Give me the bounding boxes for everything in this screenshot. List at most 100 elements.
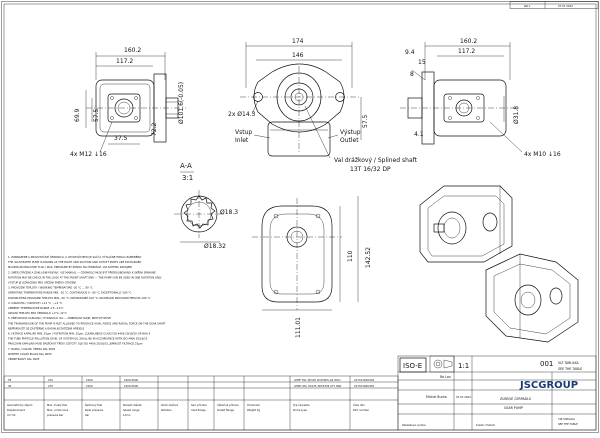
table-header: Sací příruba [191,403,207,407]
dim-offset-a: 9.4 [405,49,415,56]
table-header: Výtlačná příruba [217,403,239,407]
left-port-thread: 4x M12 ↓16 [70,151,107,158]
dim-right-flange: 117.2 [458,48,475,55]
table-header: pressure bar [47,413,64,417]
section-scale: 3:1 [182,174,193,182]
table-header: Směr otáčení [161,403,179,407]
dim-key-len: 4.1 [414,131,424,138]
outlet-label-cz: Výstup [340,129,361,136]
dim-flange-length: 117.2 [116,58,133,65]
dim-height: 69.9 [74,108,81,122]
table-cell: GHPD 45L 3D135 3D53336 UTY 9N2 [294,384,342,388]
dim-offset-c: 8 [410,71,414,78]
dim-right-shaft-dia: Ø31.8 [513,106,520,124]
shaft-spec: 13T 16/32 DP [350,166,391,173]
table-header: Pump type [293,408,307,412]
sheet-number: 001 [540,360,553,368]
dim-right-total: 160.2 [460,38,477,45]
dim-front-width: 174 [292,38,304,45]
note-line: NEPŘIPOUŠTÍ SE ZÁSTĚRNÉ A RADIÁLNÍ ZATÍŽ… [8,325,85,330]
table-header: 1/min [123,413,131,417]
note-line: 7. BARVA / COLOR: ČERNÁ RAL 9005 [8,346,56,351]
table-header: Geometrický objem [7,403,33,407]
inlet-label-cz: Vstup [235,129,252,136]
section-minor-dia: Ø18.32 [204,243,226,250]
table-header: Číslo dílu [353,402,365,407]
table-header: Displacement [7,408,25,412]
notes-block: 1. ZOBRAZENÉ A PRAVOTOČIVÉ ČERPADLO, U L… [8,254,166,361]
inlet-label-en: Inlet [235,137,249,144]
dim-bottom-width: 111.01 [295,317,302,338]
note-line: THE ILLUSTRATED PUMP IS DRAWN AS THE RIG… [8,260,141,264]
dim-offset-b: 15 [418,59,426,66]
note-line: AMBIENT TEMPERATURE RANGE -15..-12°C [8,306,64,310]
isometric-pump-1 [419,185,513,263]
note-line: 6. FILTRACE KAPALINY MIN. 25μm / FILTRAT… [8,332,151,336]
shaft-note: Val drážkový / Splined shaft [334,157,418,164]
note-line: OKOLNÍ TEPLOTA PRO ČERPADLO +2°C..12°C [8,310,67,315]
dim-pilot-dia: Ø101.6(-0.05) [178,82,185,124]
note-line: DOPORUČENÁ PROVOZNÍ TEPLOTA MIN. -20 °C,… [8,295,151,300]
dim-total-length: 160.2 [124,47,141,54]
note-line: MAXIMÁLNÍ PRACOVNÍ TLAK / MAX. PRESSURE … [8,264,132,269]
right-port-thread: 4x M10 ↓16 [524,151,561,158]
table-header: Peak pressure [85,408,104,412]
table-header: Part number [353,408,370,412]
table-header: Speed range [123,408,140,412]
right-side-view: 160.2 117.2 9.4 15 8 4.1 Ø31.8 4x M10 ↓1… [400,38,561,158]
note-line: ROTATION MAY BE CHECK IN THE LOOK AT THE… [8,275,162,279]
company-logo: JSCGROUP [519,380,578,391]
table-cell: 2100 [86,384,93,388]
note-line: 2. SMĚR OTÁČENÍ A ZÁKLADNÍ POKYNY, VIZ M… [8,269,156,274]
approved-date: 07.07.2022 [456,395,471,399]
table-cz-2: VIZ TABULKA [558,417,575,421]
table-header: Typ čerpadla [293,403,310,407]
bottom-left-cell: Zakázková výroba [402,423,426,427]
table-header: Rotation [161,408,172,412]
left-side-view: 160.2 117.2 69.9 57.5 72.2 Ø101.6(-0.05)… [70,47,186,158]
section-label: A-A [180,162,192,170]
dim-bottom-height-total: 142.52 [365,247,372,268]
note-line: PRACOVNÍ KAPALINA MUSÍ SPLŇOVAT TŘÍDU ČI… [8,341,143,346]
title-block: ISO-E 1:1 Ra Lan Michal Bunta 07.07.2022… [397,355,597,431]
spec-table: 55 270 2100 1000-2500 GHPF 55L 3D335 2D15005… [3,375,399,431]
drawn-by: Ra Lan [440,375,451,379]
table-en-2: SEE THE TABLE [558,422,578,426]
mount-holes: 2x Ø14.3 [228,111,256,118]
table-cell: 55 [8,378,12,382]
table-cell: 2100 [86,378,93,382]
table-cell: 22701155D50X [354,378,374,382]
table-cell: 270 [48,378,53,382]
revision-cell: Ref 1 [524,4,531,8]
note-line: PAINTED COLOR BLACK RAL 9005 [8,352,52,356]
part-name-cz: ZUBOVÉ ČERPADLO [500,396,532,401]
dim-bottom-height: 110 [347,250,354,262]
note-line: THE TRANSMISSION OF THE PUMP IS NOT ALLO… [8,321,166,325]
note-line: OPERATING TEMPERATURE RANGE MIN. -20 °C,… [8,291,131,295]
table-header: bar [85,413,90,417]
note-line: THE TUBE PARTICLE POLLUTION LEVEL OF SYS… [8,337,148,341]
section-major-dia: Ø18.3 [220,209,238,216]
table-header: Hmotnost [247,403,260,407]
outlet-label-en: Outlet [340,137,359,144]
dim-shaft-offset: 57.5 [93,108,100,122]
isometric-pump-2 [485,253,579,343]
table-cell: GHPF 55L 3D335 2D15005-G4 W1D [294,378,340,382]
dim-side-offset: 37.5 [114,135,128,142]
sheet-scale: 1:1 [458,362,469,370]
note-line: 4. VISKOSITA / VISCOSITY +12 °C …+2 °C [8,301,62,305]
dim-center-distance: 57.5 [362,114,369,128]
bottom-view: 111.01 110 142.52 [252,196,372,338]
date-top: 07.07.2022 [558,4,573,8]
part-name-en: GEAR PUMP [504,406,523,410]
revision-cells: Ref 1 07.07.2022 [509,1,599,9]
note-line: ČERNÉ BARVY RAL 9005 [8,356,40,361]
table-cell: 22701156D45X [354,384,374,388]
table-header: Weight kg [247,408,260,412]
note-line: 5. PŘEVODOVÁ KAPALINA / HYDRAULIC OIL — … [8,315,111,320]
bottom-right-cell: Kreslil / Datum [476,423,496,427]
table-cell: 1000-2500 [124,384,138,388]
table-header: Rozsah otáček [123,403,142,407]
note-line: VÝSTUP JE OZNAČENO PRO URČENÍ SMĚRU OTÁČ… [8,280,76,285]
